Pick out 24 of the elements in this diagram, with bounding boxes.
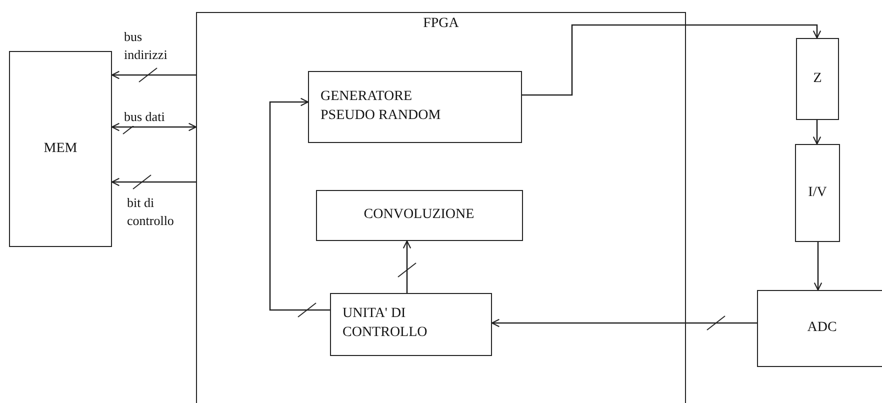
arrow [111,174,196,190]
block-title: FPGA [423,15,459,33]
block-label: CONVOLUZIONE [364,206,474,224]
block [316,190,522,240]
arrow [814,242,822,291]
block [796,38,839,120]
block-label: I/V [808,184,827,202]
arrow [522,24,822,96]
block-label: Z [813,70,822,88]
arrow [269,98,330,318]
block [9,51,112,247]
block-label: ADC [807,319,837,338]
block-label: MEM [44,140,78,158]
block [330,292,492,356]
block [308,70,522,142]
arrow [398,240,416,293]
block-label: UNITA' DI CONTROLLO [342,305,428,342]
arrow [491,316,757,330]
block-label: GENERATORE PSEUDO RANDOM [320,88,442,124]
block [757,290,882,367]
block [795,144,840,242]
fpga-block [196,12,686,403]
arrow [812,120,822,145]
arrow [111,68,196,82]
